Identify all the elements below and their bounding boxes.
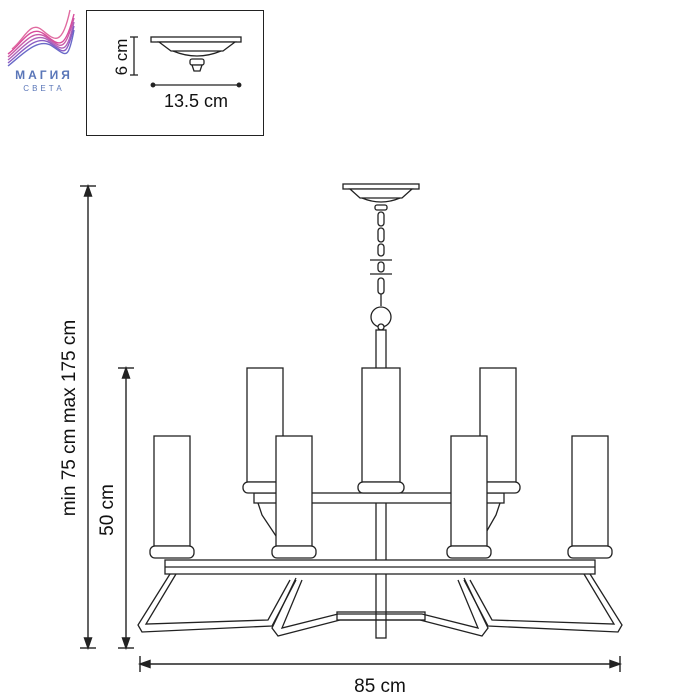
brand-name: МАГИЯ (15, 68, 73, 82)
width-label: 85 cm (354, 676, 406, 697)
width-dimension (137, 656, 623, 672)
lower-arm-bar (164, 559, 596, 575)
canopy-dome (157, 41, 237, 52)
lower-lamp-3 (446, 435, 492, 559)
overall-height-dimension (80, 183, 96, 651)
body-height-label: 50 cm (97, 484, 118, 536)
canopy-width-label: 13.5 cm (164, 91, 228, 111)
ceiling-canopy (342, 183, 420, 211)
logo-wave-icon (7, 9, 75, 67)
brand-logo: МАГИЯ СВЕТА (4, 4, 76, 96)
canopy-height-label: 6 cm (112, 39, 131, 76)
decorative-frame (137, 573, 623, 637)
brand-tagline: СВЕТА (23, 84, 65, 93)
lower-lamp-2 (271, 435, 317, 559)
upper-lamp-right (475, 367, 521, 494)
body-height-dimension (118, 365, 134, 651)
upper-lamp-center (357, 367, 405, 494)
suspension-chain (370, 211, 392, 331)
canopy-detail-box: 6 cm 13.5 cm (86, 10, 264, 136)
canopy-detail-drawing: 6 cm 13.5 cm (112, 36, 242, 111)
central-rod (375, 329, 387, 371)
lower-lamp-4 (567, 435, 613, 559)
overall-height-label: min 75 cm max 175 cm (59, 320, 80, 516)
lower-lamp-1 (149, 435, 195, 559)
